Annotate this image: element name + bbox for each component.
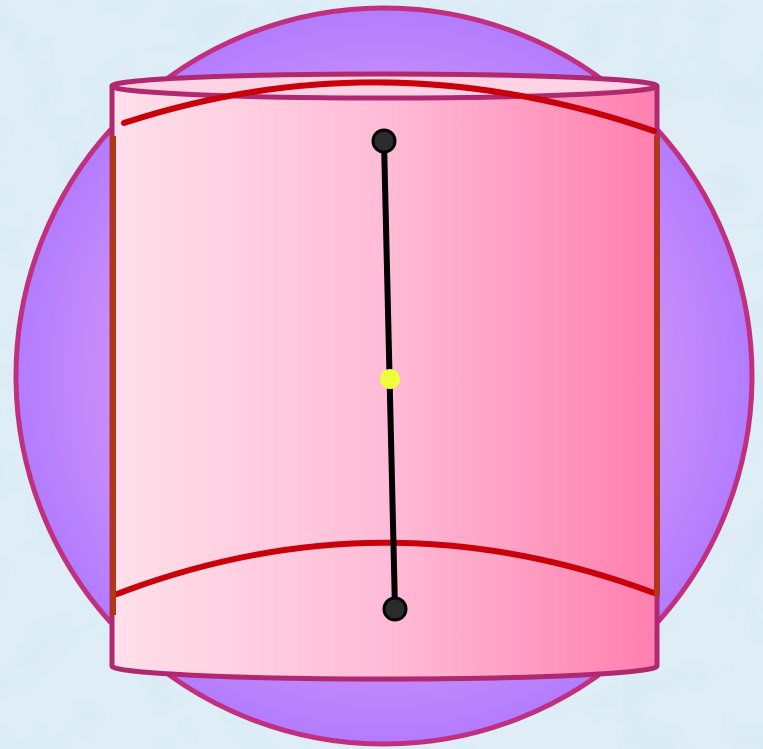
top-inscribed-circle-arc: [121, 79, 657, 134]
cylinder-top-cap: [109, 71, 660, 101]
sphere-center-point: [380, 369, 400, 389]
axis-top-endpoint: [371, 128, 397, 154]
bottom-inscribed-circle-arc: [114, 539, 657, 597]
axis-bottom-endpoint: [382, 596, 408, 622]
